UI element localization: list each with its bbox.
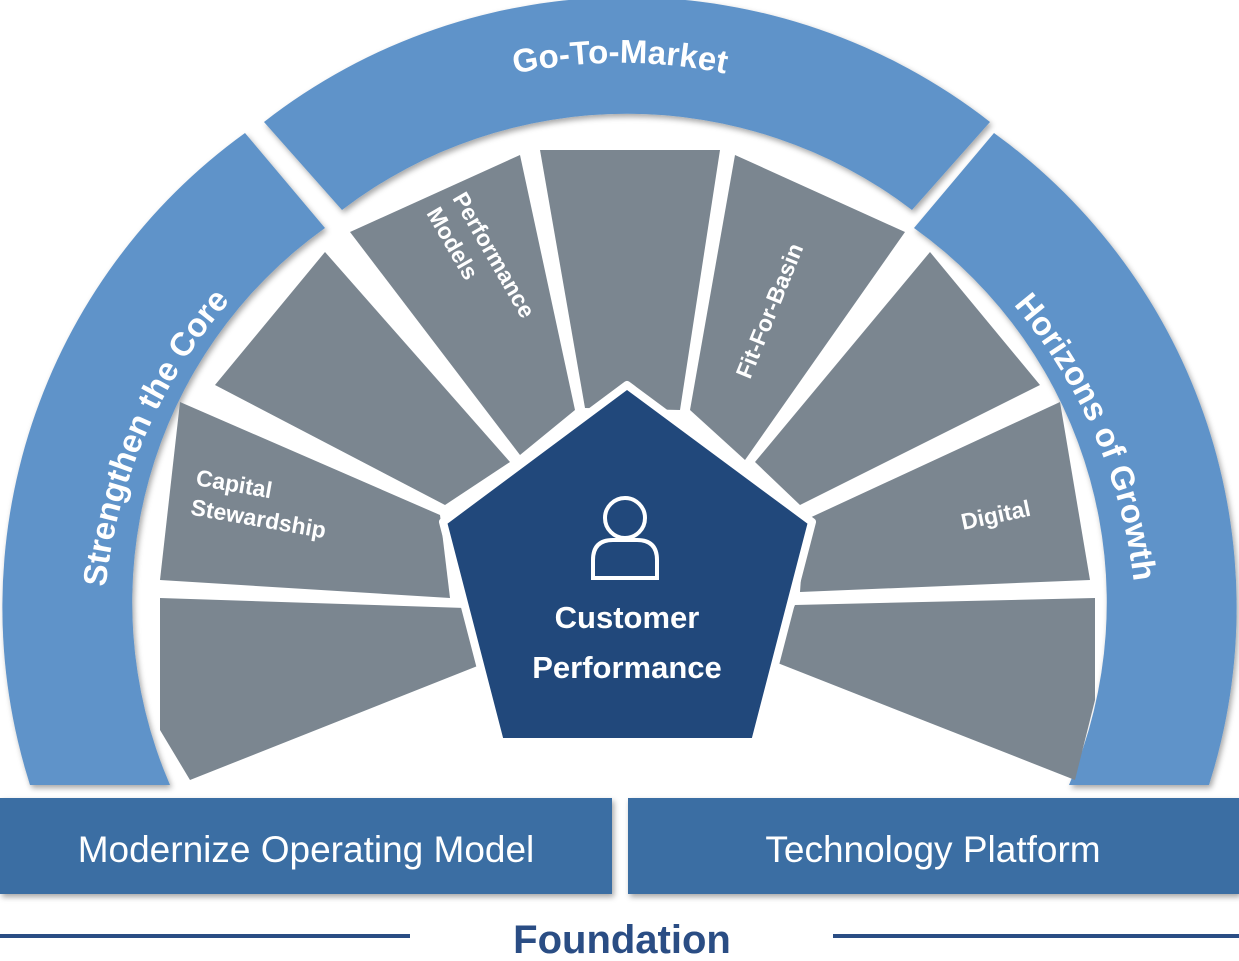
- segment-8-digital: [800, 402, 1090, 592]
- segment-6-fit-for-basin: [690, 155, 905, 460]
- center-label-line1: Customer: [555, 600, 700, 635]
- segment-4-performance-models: [350, 155, 575, 455]
- user-icon: [591, 496, 659, 580]
- segment-2-capital-stewardship: [160, 402, 450, 598]
- base-label-right: Technology Platform: [765, 829, 1100, 870]
- base-label-left: Modernize Operating Model: [78, 829, 535, 870]
- center-pentagon: Customer Performance: [439, 381, 816, 746]
- arc-band-right: [914, 133, 1237, 785]
- center-label-line2: Performance: [532, 650, 722, 685]
- segment-1: [160, 598, 480, 780]
- arc-band-top: [264, 0, 990, 210]
- arc-band-left: [2, 133, 325, 785]
- segment-9: [770, 598, 1095, 780]
- center-pentagon-shape: [439, 381, 816, 746]
- segment-3: [215, 252, 510, 505]
- base-bars: [0, 798, 1239, 894]
- base-bar-right: [628, 798, 1239, 894]
- segment-5: [540, 150, 720, 410]
- foundation-label: Foundation: [513, 918, 731, 961]
- segment-7: [755, 252, 1040, 505]
- outer-arc: [2, 0, 1237, 785]
- segment-ring: [160, 150, 1095, 780]
- base-bar-left: [0, 798, 612, 894]
